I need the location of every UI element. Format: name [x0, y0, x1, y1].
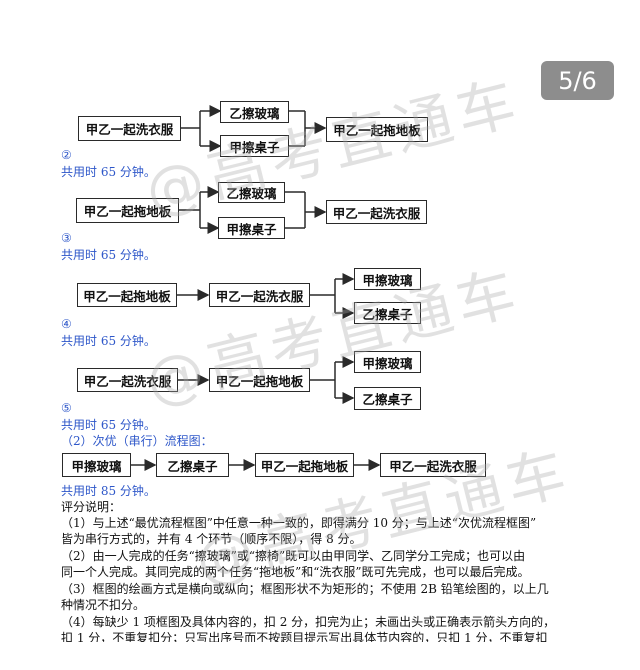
flow1-box-table: 甲擦桌子 — [220, 135, 289, 157]
flow5-time: 共用时 65 分钟。 — [61, 418, 156, 432]
flow5-number: ⑤ — [61, 401, 72, 415]
scoring-line: （4）每缺少 1 项框图及具体内容的，扣 2 分，扣完为止；未画出头或正确表示箭… — [61, 615, 556, 629]
flow3-box-glass: 甲擦玻璃 — [354, 268, 421, 290]
scoring-line: （1）与上述“最优流程框图”中任意一种一致的，即得满分 10 分；与上述“次优流… — [61, 516, 537, 530]
flow4-box-mop: 甲乙一起拖地板 — [209, 368, 310, 392]
scoring-line: 皆为串行方式的，并有 4 个环节（顺序不限），得 8 分。 — [61, 532, 362, 546]
scoring-line: 种情况不扣分。 — [61, 598, 146, 612]
serial-flow-title: （2）次优（串行）流程图： — [61, 434, 213, 448]
scoring-line: 同一个人完成。其同完成的两个任务“拖地板”和“洗衣服”既可先完成，也可以最后完成… — [61, 565, 530, 579]
flow2-box-wash: 甲乙一起洗衣服 — [326, 200, 427, 224]
flow2-box-glass: 乙擦玻璃 — [218, 182, 285, 203]
flow4-box-glass: 甲擦玻璃 — [354, 351, 421, 373]
scoring-line: 扣 1 分，不重复扣分；只写出序号而不按题目提示写出具体节内容的，只扣 1 分，… — [61, 631, 548, 642]
flow2-number: ② — [61, 148, 72, 162]
flow3-box-table: 乙擦桌子 — [354, 302, 421, 324]
serial-box-table: 乙擦桌子 — [156, 453, 229, 477]
flow1-box-glass: 乙擦玻璃 — [220, 101, 289, 123]
page-indicator: 5/6 — [541, 61, 614, 100]
scoring-title: 评分说明： — [61, 500, 122, 514]
scoring-line: （2）由一人完成的任务“擦玻璃”或“擦椅”既可以由甲同学、乙同学分工完成；也可以… — [61, 549, 526, 563]
serial-time: 共用时 85 分钟。 — [61, 484, 156, 498]
flow1-box-mop: 甲乙一起拖地板 — [326, 117, 428, 142]
flow3-box-wash: 甲乙一起洗衣服 — [209, 283, 310, 307]
flow2-box-table: 甲擦桌子 — [218, 217, 285, 239]
watermark: @高考直通车 — [138, 257, 528, 417]
flow4-box-wash: 甲乙一起洗衣服 — [77, 368, 178, 392]
flow3-box-mop: 甲乙一起拖地板 — [77, 283, 177, 307]
flow4-time: 共用时 65 分钟。 — [61, 334, 156, 348]
flow2-box-mop: 甲乙一起拖地板 — [76, 198, 179, 223]
scoring-line: （3）框图的绘画方式是横向或纵向；框图形状不为矩形的；不使用 2B 铅笔绘图的，… — [61, 582, 549, 596]
flow1-box-wash: 甲乙一起洗衣服 — [78, 116, 181, 141]
flow3-number: ③ — [61, 231, 72, 245]
serial-box-glass: 甲擦玻璃 — [62, 453, 131, 477]
flow3-time: 共用时 65 分钟。 — [61, 248, 156, 262]
serial-box-mop: 甲乙一起拖地板 — [255, 453, 354, 477]
serial-box-wash: 甲乙一起洗衣服 — [380, 453, 486, 477]
flow2-time: 共用时 65 分钟。 — [61, 165, 156, 179]
flow4-box-table: 乙擦桌子 — [354, 387, 421, 410]
flow4-number: ④ — [61, 317, 72, 331]
